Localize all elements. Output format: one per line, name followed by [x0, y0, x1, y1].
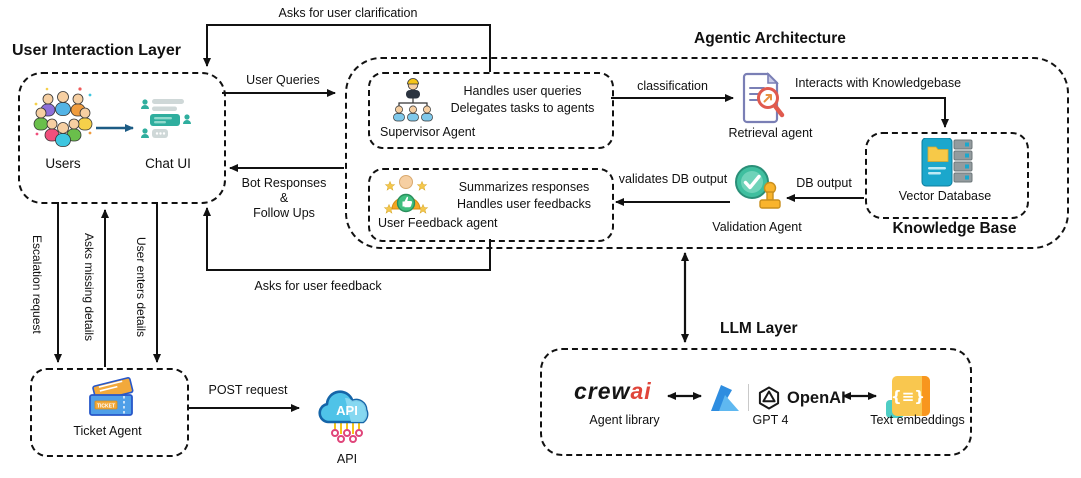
- label-asks-clarification: Asks for user clarification: [278, 6, 418, 20]
- label-bot-responses-3: Follow Ups: [253, 206, 315, 220]
- validation-agent-icon: [735, 165, 781, 209]
- chat-ui-label: Chat UI: [145, 156, 191, 171]
- vector-database-label: Vector Database: [898, 189, 992, 203]
- user-interaction-layer-title: User Interaction Layer: [12, 42, 181, 59]
- llm-layer-box: [540, 348, 972, 456]
- label-escalation-request: Escalation request: [30, 235, 44, 334]
- label-db-output: DB output: [796, 176, 852, 190]
- label-asks-feedback: Asks for user feedback: [254, 279, 382, 293]
- azure-icon: [711, 385, 739, 411]
- embeddings-glyph-text: {≡}: [891, 388, 925, 406]
- retrieval-agent-label: Retrieval agent: [728, 126, 813, 140]
- logo-divider: [748, 384, 749, 411]
- label-asks-missing-details: Asks missing details: [82, 233, 96, 342]
- ticket-agent-box: [30, 368, 189, 457]
- label-user-queries: User Queries: [246, 73, 320, 87]
- label-validates-db: validates DB output: [618, 172, 728, 186]
- chat-ui-icon: [141, 99, 191, 138]
- agentic-architecture-box: [345, 57, 1069, 249]
- openai-logo: OpenAI: [756, 385, 846, 411]
- label-bot-responses-2: &: [279, 191, 289, 205]
- supervisor-agent-label: Supervisor Agent: [380, 125, 476, 139]
- crewai-logo-part2: ai: [630, 378, 652, 404]
- users-icon: [33, 87, 93, 147]
- retrieval-agent-icon: [742, 72, 785, 124]
- openai-icon: [758, 386, 780, 410]
- crewai-logo-part1: crew: [574, 378, 631, 404]
- api-label: API: [336, 452, 358, 466]
- ticket-glyph-text: TICKET: [97, 403, 115, 409]
- user-interaction-layer-box: [18, 72, 226, 204]
- label-bot-responses-1: Bot Responses: [241, 176, 327, 190]
- feedback-desc-1: Summarizes responses: [458, 180, 590, 194]
- text-embeddings-label: Text embeddings: [870, 413, 965, 427]
- llm-layer-title: LLM Layer: [720, 320, 798, 337]
- agentic-architecture-title: Agentic Architecture: [694, 30, 846, 47]
- user-feedback-agent-label: User Feedback agent: [378, 216, 498, 230]
- api-icon: API: [318, 390, 369, 443]
- supervisor-agent-icon: [393, 78, 433, 122]
- openai-wordmark: OpenAI: [787, 388, 846, 407]
- agent-library-label: Agent library: [589, 413, 660, 427]
- supervisor-desc-2: Delegates tasks to agents: [450, 101, 595, 115]
- label-interacts-kb: Interacts with Knowledgebase: [795, 76, 962, 90]
- users-label: Users: [45, 156, 81, 171]
- feedback-desc-2: Handles user feedbacks: [456, 197, 592, 211]
- validation-agent-label: Validation Agent: [712, 220, 802, 234]
- crewai-logo: crewai: [574, 378, 652, 405]
- user-feedback-agent-icon: [383, 175, 429, 214]
- label-user-enters-details: User enters details: [134, 237, 148, 338]
- label-classification: classification: [637, 79, 708, 93]
- supervisor-agent-box: [368, 72, 614, 149]
- text-embeddings-icon: {≡}: [886, 376, 930, 418]
- knowledge-base-title: Knowledge Base: [892, 220, 1017, 237]
- supervisor-desc-1: Handles user queries: [463, 84, 582, 98]
- label-post-request: POST request: [208, 383, 288, 397]
- ticket-agent-label: Ticket Agent: [73, 424, 142, 438]
- gpt4-label: GPT 4: [752, 413, 789, 427]
- api-glyph-text: API: [336, 403, 358, 418]
- ticket-agent-icon: TICKET: [89, 377, 134, 416]
- vector-database-icon: [921, 138, 973, 187]
